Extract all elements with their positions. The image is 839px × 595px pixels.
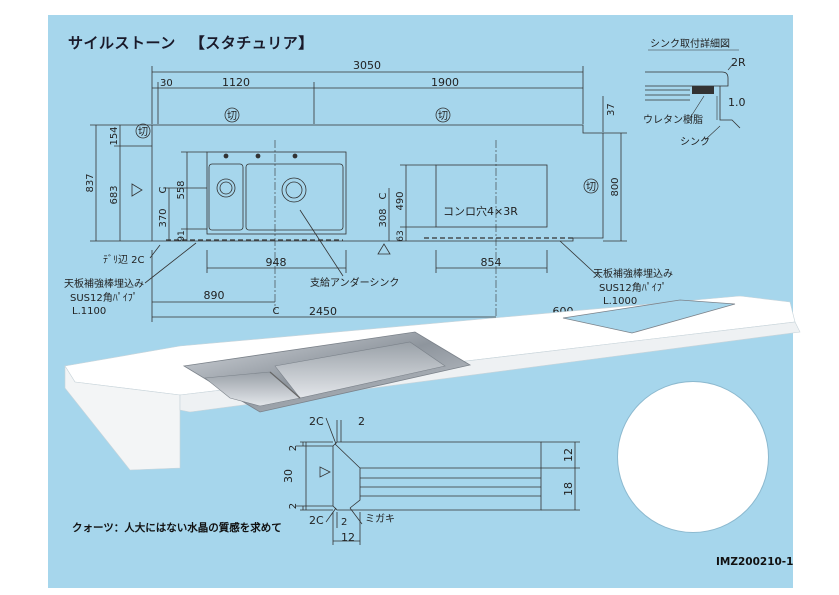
dim-hob-depth: 490 [395,191,406,210]
edge-polish: ミガキ [365,513,395,525]
dim-center-hob: 2450 [309,305,337,318]
dim-hob-front: 63 [396,230,406,241]
sink-detail-radius: 2R [731,56,746,69]
small-bowl [208,163,244,231]
hob-cutout [435,164,548,228]
large-drain [281,177,307,203]
center-mark-left: C [158,186,169,193]
cut-mark-3: 切 [138,126,148,138]
triangle-mark-left [131,183,143,197]
dim-sink-width: 948 [266,256,287,269]
reinforce-right-title: 天板補強棒埋込み [593,267,673,280]
dim-depth-total: 837 [85,173,96,192]
edge-note: ﾃﾞﾘ辺 2C [103,254,145,266]
dim-right-depth: 800 [610,177,621,196]
plan-dimensions: 3050 30 1120 1900 37 837 154 683 558 370… [85,59,621,333]
dim-total: 3050 [353,59,381,72]
perspective-hob-cutout [562,299,736,334]
cut-mark-1: 切 [227,110,237,122]
edge-right-12: 12 [562,448,575,462]
countertop-perspective [64,295,801,471]
edge-chamfer-bottom: 2C [309,514,324,527]
dim-sink-span: 1120 [222,76,250,89]
cut-mark-2: 切 [438,110,448,122]
product-title: サイルストーン【スタチュリア】 [68,32,314,53]
dim-right-span: 1900 [431,76,459,89]
sink-cutout [206,151,347,235]
dim-back: 154 [109,126,120,145]
hob-note: コンロ穴4×3R [443,204,518,218]
dim-center-sink: 890 [204,289,225,302]
drawing-code: IMZ200210-1 [716,556,794,568]
large-bowl [245,163,344,231]
reinforce-left-title: 天板補強棒埋込み [64,277,144,290]
plan-notes: ﾃﾞﾘ辺 2C 天板補強棒埋込み SUS12角ﾊﾟｲﾌﾟ L.1100 支給アン… [64,204,673,317]
center-mark-sink: C [273,306,280,317]
dim-sink-depth: 558 [176,180,187,199]
title-subtitle: 【スタチュリア】 [189,34,314,52]
edge-detail [296,417,580,545]
reinforce-right-spec: SUS12角ﾊﾟｲﾌﾟ [599,282,667,294]
edge-height-30: 30 [282,469,295,483]
edge-right-18: 18 [562,482,575,496]
dim-hob-offset: 308 [378,208,389,227]
title-name: サイルストーン [68,34,176,52]
dim-left-offset: 30 [160,78,173,89]
dim-front-sink: 91 [177,230,187,241]
triangle-mark-center [377,243,391,255]
sink-note: 支給アンダーシンク [310,276,399,289]
sink-detail-urethane: ウレタン樹脂 [643,113,703,126]
reinforce-left-len: L.1100 [72,306,106,317]
small-drain [216,178,236,198]
countertop-outline [151,124,604,242]
dim-right-back: 37 [606,103,617,116]
dim-hob-width: 854 [481,256,502,269]
quartz-caption: クォーツ：人大にはない水晶の質感を求めて [72,522,282,534]
dim-inner-depth: 683 [109,185,120,204]
edge-bottom-2: 2 [341,517,347,528]
cut-mark-4: 切 [586,181,596,193]
dim-to-sink: 370 [158,208,169,227]
material-sample-circle [617,381,769,533]
edge-detail-labels: 2C 2 30 2 2 12 18 2C 2 12 ミガキ [282,415,575,544]
reinforce-left-spec: SUS12角ﾊﾟｲﾌﾟ [70,292,138,304]
edge-bottom-12: 12 [341,531,355,544]
center-mark-hob: C [378,192,389,199]
edge-gap-top: 2 [358,415,365,428]
plan-view [90,66,627,322]
sink-detail-gap: 1.0 [728,96,746,109]
sink-detail-title: シンク取付詳細図 [650,37,730,50]
edge-chamfer-top: 2C [309,415,324,428]
reinforce-right-len: L.1000 [603,296,637,307]
sink-detail-sink: シンク [680,136,710,148]
sink-detail: シンク取付詳細図 2R 1.0 ウレタン樹脂 シンク [643,37,746,148]
edge-gap-top-left: 2 [288,445,299,451]
cut-markers: 切 切 切 切 [131,107,599,255]
countertop-front-edge [64,364,181,471]
edge-gap-bottom-left: 2 [288,503,299,509]
